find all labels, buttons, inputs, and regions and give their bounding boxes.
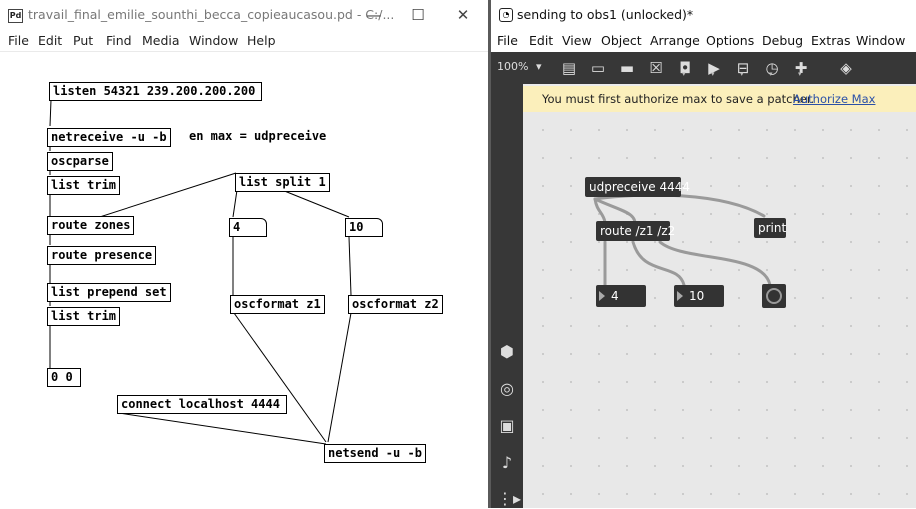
oscparse-object[interactable]: oscparse (47, 152, 113, 171)
maximize-button[interactable]: ☐ (411, 6, 425, 24)
pd-menu-media[interactable]: Media (142, 33, 180, 48)
list-split-object[interactable]: list split 1 (235, 173, 330, 192)
plus-icon[interactable]: ✚▾ (794, 59, 808, 78)
max-menu-options[interactable]: Options (706, 33, 755, 48)
play-triangle-icon (677, 291, 683, 301)
max-cord (593, 197, 607, 224)
chevron-down-icon: ▾ (535, 60, 542, 73)
pd-menu-put[interactable]: Put (73, 33, 94, 48)
pd-menu-help[interactable]: Help (247, 33, 276, 48)
print-object[interactable]: print (754, 218, 786, 238)
playlist-icon[interactable]: ⋮▸ (497, 489, 522, 508)
pd-window-title: travail_final_emilie_sounthi_becca_copie… (28, 7, 395, 22)
pd-logo-icon: Pd (8, 9, 23, 23)
minimize-button[interactable]: — (366, 6, 382, 24)
max-patch-canvas[interactable]: udpreceive 4444 route /z1 /z2 print 4 10 (523, 112, 916, 508)
pd-cord (348, 236, 352, 296)
oscformat-z2-object[interactable]: oscformat z2 (348, 295, 443, 314)
note-icon[interactable]: ♪ (501, 453, 513, 472)
object-icon[interactable]: ◘▾ (679, 59, 691, 78)
udpreceive-object[interactable]: udpreceive 4444 (585, 177, 690, 197)
list-trim-object[interactable]: list trim (47, 176, 121, 195)
max-cord (658, 240, 772, 287)
max-menu-edit[interactable]: Edit (529, 33, 554, 48)
target-icon[interactable]: ◎ (500, 379, 514, 398)
pd-cord (49, 99, 52, 127)
notice-message: You must first authorize max to save a p… (542, 92, 815, 106)
pd-menu-separator (0, 51, 488, 52)
max-menu-extras[interactable]: Extras (811, 33, 851, 48)
route-object[interactable]: route /z1 /z2 (596, 221, 675, 241)
number-box-z2[interactable]: 10 (345, 218, 383, 237)
number-box-z1[interactable]: 4 (596, 285, 646, 307)
cube-icon[interactable]: ⬢ (500, 342, 514, 361)
max-menu-bar: File Edit View Object Arrange Options De… (491, 30, 916, 52)
bang-circle-icon (766, 288, 782, 304)
pd-title-bar: Pd travail_final_emilie_sounthi_becca_co… (0, 0, 488, 30)
authorize-max-link[interactable]: Authorize Max (793, 92, 876, 106)
dial-icon[interactable]: ◷▾ (765, 59, 779, 78)
speech-bubble-icon[interactable]: ▬ (619, 59, 635, 77)
authorization-notice: You must first authorize max to save a p… (523, 86, 916, 112)
pd-window: Pd travail_final_emilie_sounthi_becca_co… (0, 0, 488, 508)
max-cord (593, 193, 766, 218)
route-zones-object[interactable]: route zones (47, 216, 135, 235)
clear-icon[interactable]: ☒ (649, 59, 663, 77)
list-prepend-object[interactable]: list prepend set (47, 283, 171, 302)
pd-cord (327, 312, 352, 443)
number-value: 10 (689, 289, 705, 303)
close-button[interactable]: ✕ (456, 6, 470, 24)
pd-connections (49, 99, 352, 445)
max-menu-debug[interactable]: Debug (762, 33, 804, 48)
max-patch-cords (593, 193, 772, 287)
max-menu-window[interactable]: Window (856, 33, 906, 48)
pd-menu-bar: File Edit Put Find Media Window Help (0, 31, 488, 51)
film-icon[interactable]: ▣ (499, 416, 515, 435)
netreceive-object[interactable]: netreceive -u -b (47, 128, 171, 147)
udpreceive-comment: en max = udpreceive (189, 129, 327, 143)
connect-message[interactable]: connect localhost 4444 (117, 395, 287, 414)
max-title-bar: ◔ sending to obs1 (unlocked)* (491, 0, 916, 30)
max-window-title: sending to obs1 (unlocked)* (517, 7, 694, 22)
max-menu-object[interactable]: Object (601, 33, 642, 48)
comment-icon[interactable]: ▭ (590, 59, 606, 77)
zero-message[interactable]: 0 0 (47, 368, 81, 387)
route-presence-object[interactable]: route presence (47, 246, 157, 265)
zoom-dropdown[interactable]: 100% ▾ (497, 60, 541, 73)
number-value: 4 (611, 289, 619, 303)
oscformat-z1-object[interactable]: oscformat z1 (230, 295, 325, 314)
max-left-toolbar: ⬢ ◎ ▣ ♪ ⋮▸ (491, 84, 523, 508)
pd-menu-edit[interactable]: Edit (38, 33, 63, 48)
max-toolbar: 100% ▾ ▤ ▭ ▬ ☒ ◘▾ ▶▾ ⊟▾ ◷▾ ✚▾ ◈ (491, 52, 916, 84)
number-box-z2[interactable]: 10 (674, 285, 724, 307)
window-divider (488, 0, 491, 508)
max-menu-arrange[interactable]: Arrange (650, 33, 700, 48)
button-object[interactable] (762, 284, 786, 308)
max-logo-icon: ◔ (499, 8, 513, 22)
max-menu-view[interactable]: View (562, 33, 592, 48)
max-cord (631, 240, 686, 287)
pd-menu-window[interactable]: Window (189, 33, 239, 48)
play-icon[interactable]: ▶▾ (708, 59, 720, 78)
paint-bucket-icon[interactable]: ◈ (840, 59, 852, 77)
number-box-z1[interactable]: 4 (229, 218, 267, 237)
pd-cord (233, 312, 327, 443)
list-trim-object[interactable]: list trim (47, 307, 121, 326)
pd-cord (232, 189, 238, 218)
listen-message[interactable]: listen 54321 239.200.200.200 (49, 82, 263, 101)
pd-cord (281, 189, 350, 218)
pd-cord (118, 412, 327, 445)
max-menu-file[interactable]: File (497, 33, 518, 48)
play-triangle-icon (599, 291, 605, 301)
pd-menu-file[interactable]: File (8, 33, 29, 48)
minus-icon[interactable]: ⊟▾ (736, 59, 750, 78)
pd-menu-find[interactable]: Find (106, 33, 132, 48)
pd-patch-canvas[interactable]: listen 54321 239.200.200.200 netreceive … (0, 52, 488, 508)
zoom-level: 100% (497, 60, 529, 73)
netsend-object[interactable]: netsend -u -b (324, 444, 426, 463)
presentation-icon[interactable]: ▤ (561, 59, 577, 77)
